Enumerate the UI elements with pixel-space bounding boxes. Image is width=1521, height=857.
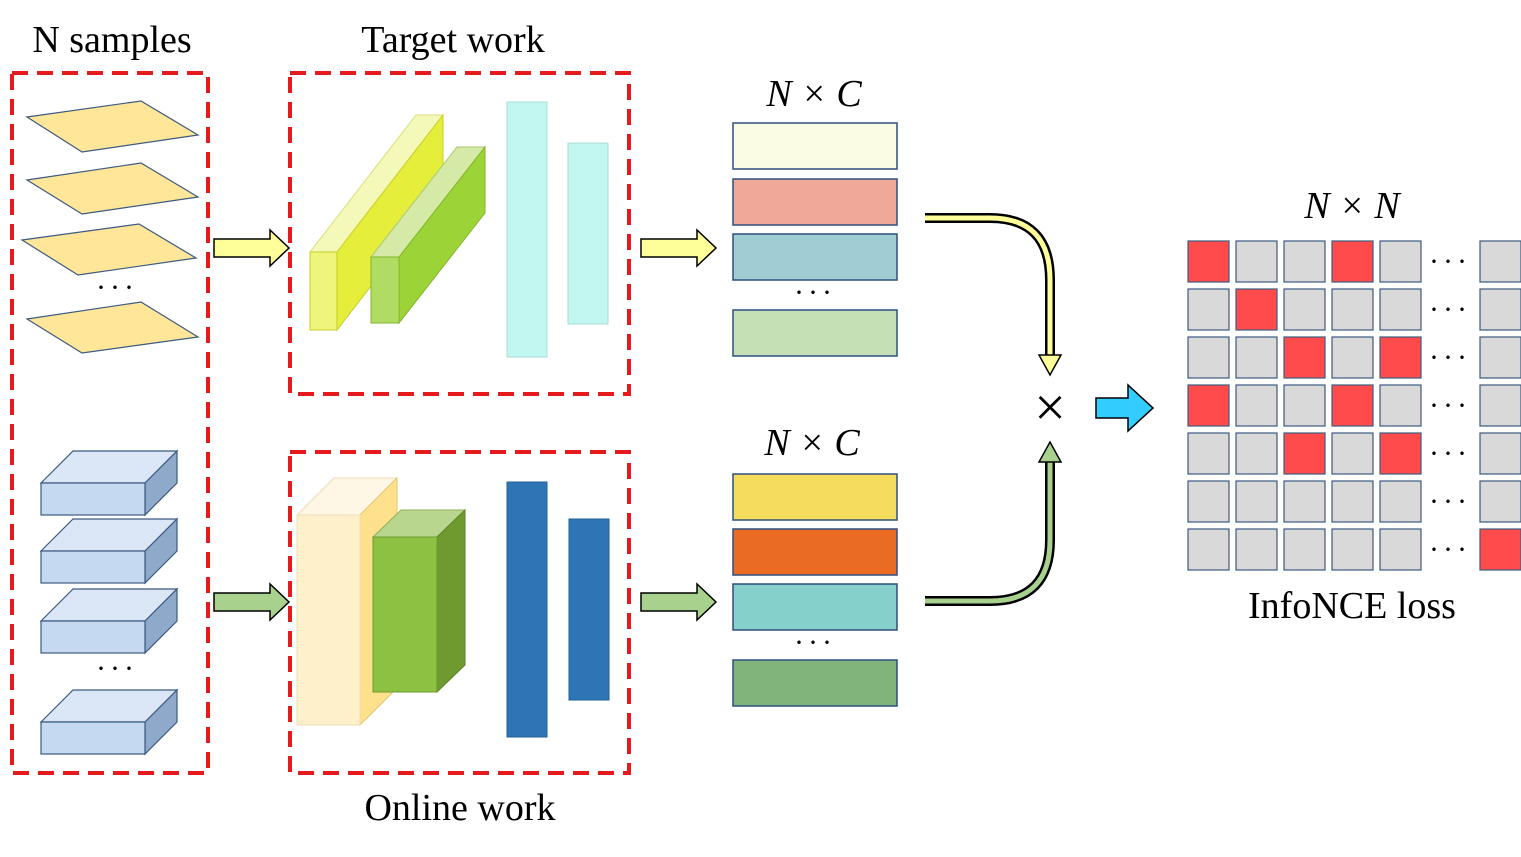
box-sample — [39, 688, 179, 756]
target-fc-layer-1 — [506, 101, 548, 358]
samples-title: N samples — [32, 19, 191, 61]
matrix-cell-negative — [1479, 432, 1521, 475]
matrix-cell-positive — [1331, 384, 1374, 427]
online-output-arrow — [640, 582, 718, 622]
target-fc-layer-2 — [567, 142, 609, 325]
target-input-arrow — [213, 228, 291, 268]
online-feature-dimension: N × C — [763, 422, 860, 464]
result-arrow — [1095, 383, 1155, 433]
matrix-ellipsis: ··· — [1429, 341, 1471, 374]
box-samples — [39, 449, 179, 756]
target-merge-arrow — [925, 213, 1063, 377]
matrix-dimension: N × N — [1303, 185, 1402, 227]
online-merge-arrow — [925, 440, 1063, 606]
online-network-box — [288, 450, 631, 775]
online-fc-layer-1 — [506, 481, 548, 738]
matrix-cell-negative — [1331, 432, 1374, 475]
target-feature-ellipsis: ··· — [794, 276, 836, 309]
matrix-ellipsis: ··· — [1429, 293, 1471, 326]
online-fc-layer-2 — [568, 518, 610, 701]
matrix-cell-positive — [1235, 288, 1278, 331]
matrix-cell-negative — [1331, 288, 1374, 331]
matrix-cell-positive — [1187, 384, 1230, 427]
matrix-cell-negative — [1479, 480, 1521, 523]
matrix-cell-negative — [1235, 432, 1278, 475]
matrix-cell-negative — [1187, 480, 1230, 523]
matrix-cell-negative — [1283, 288, 1326, 331]
online-feature-row — [732, 659, 898, 707]
matrix-cell-negative — [1187, 336, 1230, 379]
target-feature-row — [732, 178, 898, 226]
box-sample — [39, 449, 179, 517]
matrix-cell-negative — [1331, 528, 1374, 571]
target-feature-stack — [732, 122, 898, 357]
matrix-ellipsis: ··· — [1429, 389, 1471, 422]
online-input-arrow — [213, 582, 291, 622]
plane-sample — [25, 100, 200, 153]
matrix-cell-negative — [1283, 240, 1326, 283]
matrix-cell-positive — [1331, 240, 1374, 283]
matrix-cell-negative — [1187, 288, 1230, 331]
loss-label: InfoNCE loss — [1248, 585, 1456, 627]
matrix-cell-negative — [1187, 528, 1230, 571]
target-feature-row — [732, 122, 898, 170]
matrix-cell-negative — [1235, 528, 1278, 571]
online-feature-row — [732, 583, 898, 631]
matrix-cell-negative — [1379, 240, 1422, 283]
target-conv-layers — [308, 113, 487, 332]
matrix-cell-positive — [1379, 336, 1422, 379]
matrix-cell-negative — [1235, 336, 1278, 379]
plane-sample — [25, 301, 200, 354]
online-feature-ellipsis: ··· — [794, 626, 836, 659]
similarity-matrix: ··· ··· ··· ··· ··· ··· ··· — [1187, 240, 1521, 571]
matrix-cell-negative — [1479, 336, 1521, 379]
matrix-cell-positive — [1479, 528, 1521, 571]
matrix-cell-positive — [1283, 336, 1326, 379]
online-conv-layers — [295, 476, 467, 727]
matrix-cell-negative — [1479, 384, 1521, 427]
box-sample — [39, 587, 179, 655]
matrix-cell-negative — [1331, 480, 1374, 523]
matrix-ellipsis: ··· — [1429, 437, 1471, 470]
target-feature-row — [732, 233, 898, 281]
plane-sample — [25, 162, 200, 215]
target-network-box — [288, 71, 631, 396]
matrix-cell-negative — [1379, 528, 1422, 571]
matrix-cell-negative — [1283, 528, 1326, 571]
box-ellipsis: ··· — [96, 652, 138, 685]
matrix-cell-positive — [1283, 432, 1326, 475]
matrix-ellipsis: ··· — [1429, 533, 1471, 566]
target-output-arrow — [640, 228, 718, 268]
matrix-cell-negative — [1283, 480, 1326, 523]
plane-sample — [20, 223, 198, 276]
target-network-title: Target work — [361, 19, 544, 61]
matrix-cell-positive — [1187, 240, 1230, 283]
target-feature-dimension: N × C — [765, 73, 862, 115]
matrix-cell-negative — [1283, 384, 1326, 427]
matrix-ellipsis: ··· — [1429, 245, 1471, 278]
matrix-cell-negative — [1379, 384, 1422, 427]
box-sample — [39, 517, 179, 585]
matrix-cell-negative — [1187, 432, 1230, 475]
multiply-symbol: × — [1034, 377, 1066, 439]
matrix-cell-positive — [1379, 432, 1422, 475]
matrix-cell-negative — [1235, 480, 1278, 523]
target-feature-row — [732, 309, 898, 357]
online-feature-row — [732, 473, 898, 521]
online-feature-row — [732, 528, 898, 576]
plane-ellipsis: ··· — [96, 271, 138, 304]
matrix-cell-negative — [1479, 240, 1521, 283]
matrix-ellipsis: ··· — [1429, 485, 1471, 518]
matrix-cell-negative — [1379, 288, 1422, 331]
matrix-cell-negative — [1331, 336, 1374, 379]
matrix-cell-negative — [1235, 240, 1278, 283]
matrix-cell-negative — [1235, 384, 1278, 427]
matrix-cell-negative — [1379, 480, 1422, 523]
matrix-cell-negative — [1479, 288, 1521, 331]
online-feature-stack — [732, 473, 898, 707]
plane-samples — [20, 100, 200, 354]
online-network-title: Online work — [364, 787, 555, 829]
